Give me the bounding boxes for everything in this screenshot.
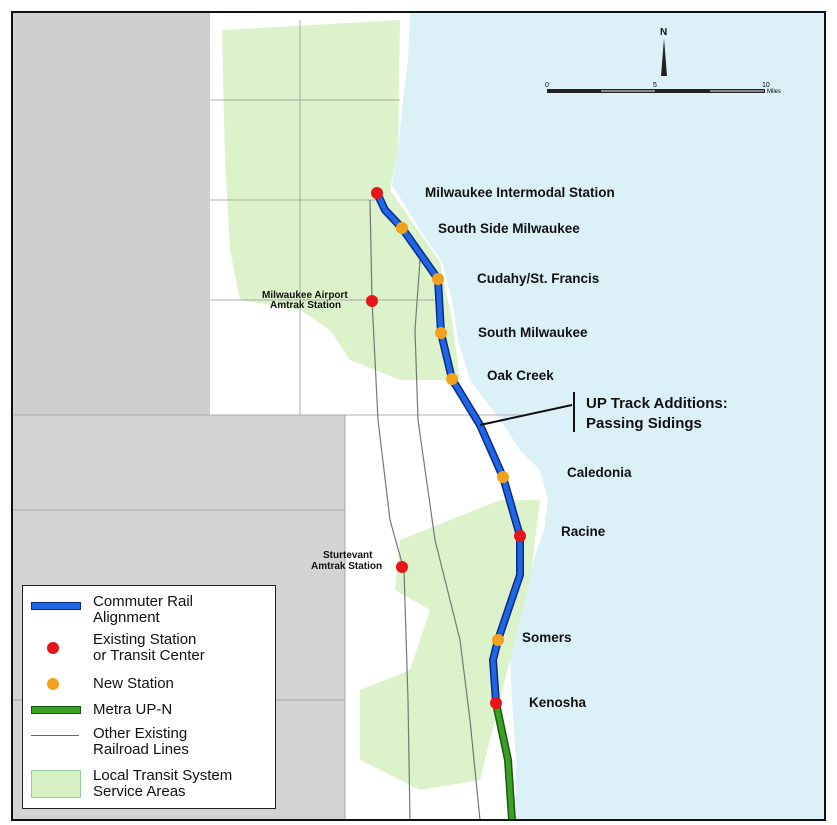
lake-michigan [392, 12, 825, 820]
svg-text:Oak Creek: Oak Creek [487, 368, 554, 383]
station-south-side-milwaukee[interactable] [396, 222, 408, 234]
callout-line1: UP Track Additions: [586, 395, 728, 412]
station-caledonia[interactable] [497, 471, 509, 483]
station-labels: Milwaukee Intermodal Station South Side … [262, 185, 632, 710]
map-frame [11, 11, 826, 821]
callout-leader [479, 392, 575, 432]
station-racine[interactable] [514, 530, 526, 542]
station-markers [366, 187, 526, 709]
station-milwaukee-airport[interactable] [366, 295, 378, 307]
blue-line-icon [31, 602, 81, 610]
green-line-icon [31, 706, 81, 714]
station-sturtevant[interactable] [396, 561, 408, 573]
svg-text:Miles: Miles [767, 89, 781, 95]
north-arrow: N [660, 27, 667, 76]
gray-region-north [12, 12, 210, 415]
station-milwaukee-intermodal[interactable] [371, 187, 383, 199]
station-kenosha[interactable] [490, 697, 502, 709]
svg-text:Milwaukee Airport: Milwaukee Airport [262, 290, 348, 301]
orange-dot-icon [47, 678, 59, 690]
svg-text:5: 5 [653, 82, 657, 89]
station-somers[interactable] [492, 634, 504, 646]
svg-text:0: 0 [545, 82, 549, 89]
station-oak-creek[interactable] [446, 373, 458, 385]
station-cudahy[interactable] [432, 273, 444, 285]
station-south-milwaukee[interactable] [435, 327, 447, 339]
svg-text:N: N [660, 27, 667, 38]
svg-text:Amtrak Station: Amtrak Station [311, 561, 382, 572]
svg-text:South Milwaukee: South Milwaukee [478, 325, 588, 340]
callout-line2: Passing Sidings [586, 415, 702, 432]
svg-text:Milwaukee Intermodal Station: Milwaukee Intermodal Station [425, 185, 615, 200]
svg-text:South Side Milwaukee: South Side Milwaukee [438, 221, 580, 236]
svg-text:Cudahy/St. Francis: Cudahy/St. Francis [477, 271, 599, 286]
svg-text:Sturtevant: Sturtevant [323, 550, 373, 561]
svg-text:Kenosha: Kenosha [529, 695, 587, 710]
svg-text:Somers: Somers [522, 630, 572, 645]
svg-text:Amtrak Station: Amtrak Station [270, 300, 341, 311]
svg-text:Caledonia: Caledonia [567, 465, 632, 480]
red-dot-icon [47, 642, 59, 654]
scale-bar: 0 5 10 Miles [545, 82, 781, 95]
svg-text:10: 10 [762, 82, 770, 89]
green-area-icon [31, 770, 81, 798]
svg-text:Racine: Racine [561, 524, 606, 539]
rail-line-icon [31, 735, 79, 736]
